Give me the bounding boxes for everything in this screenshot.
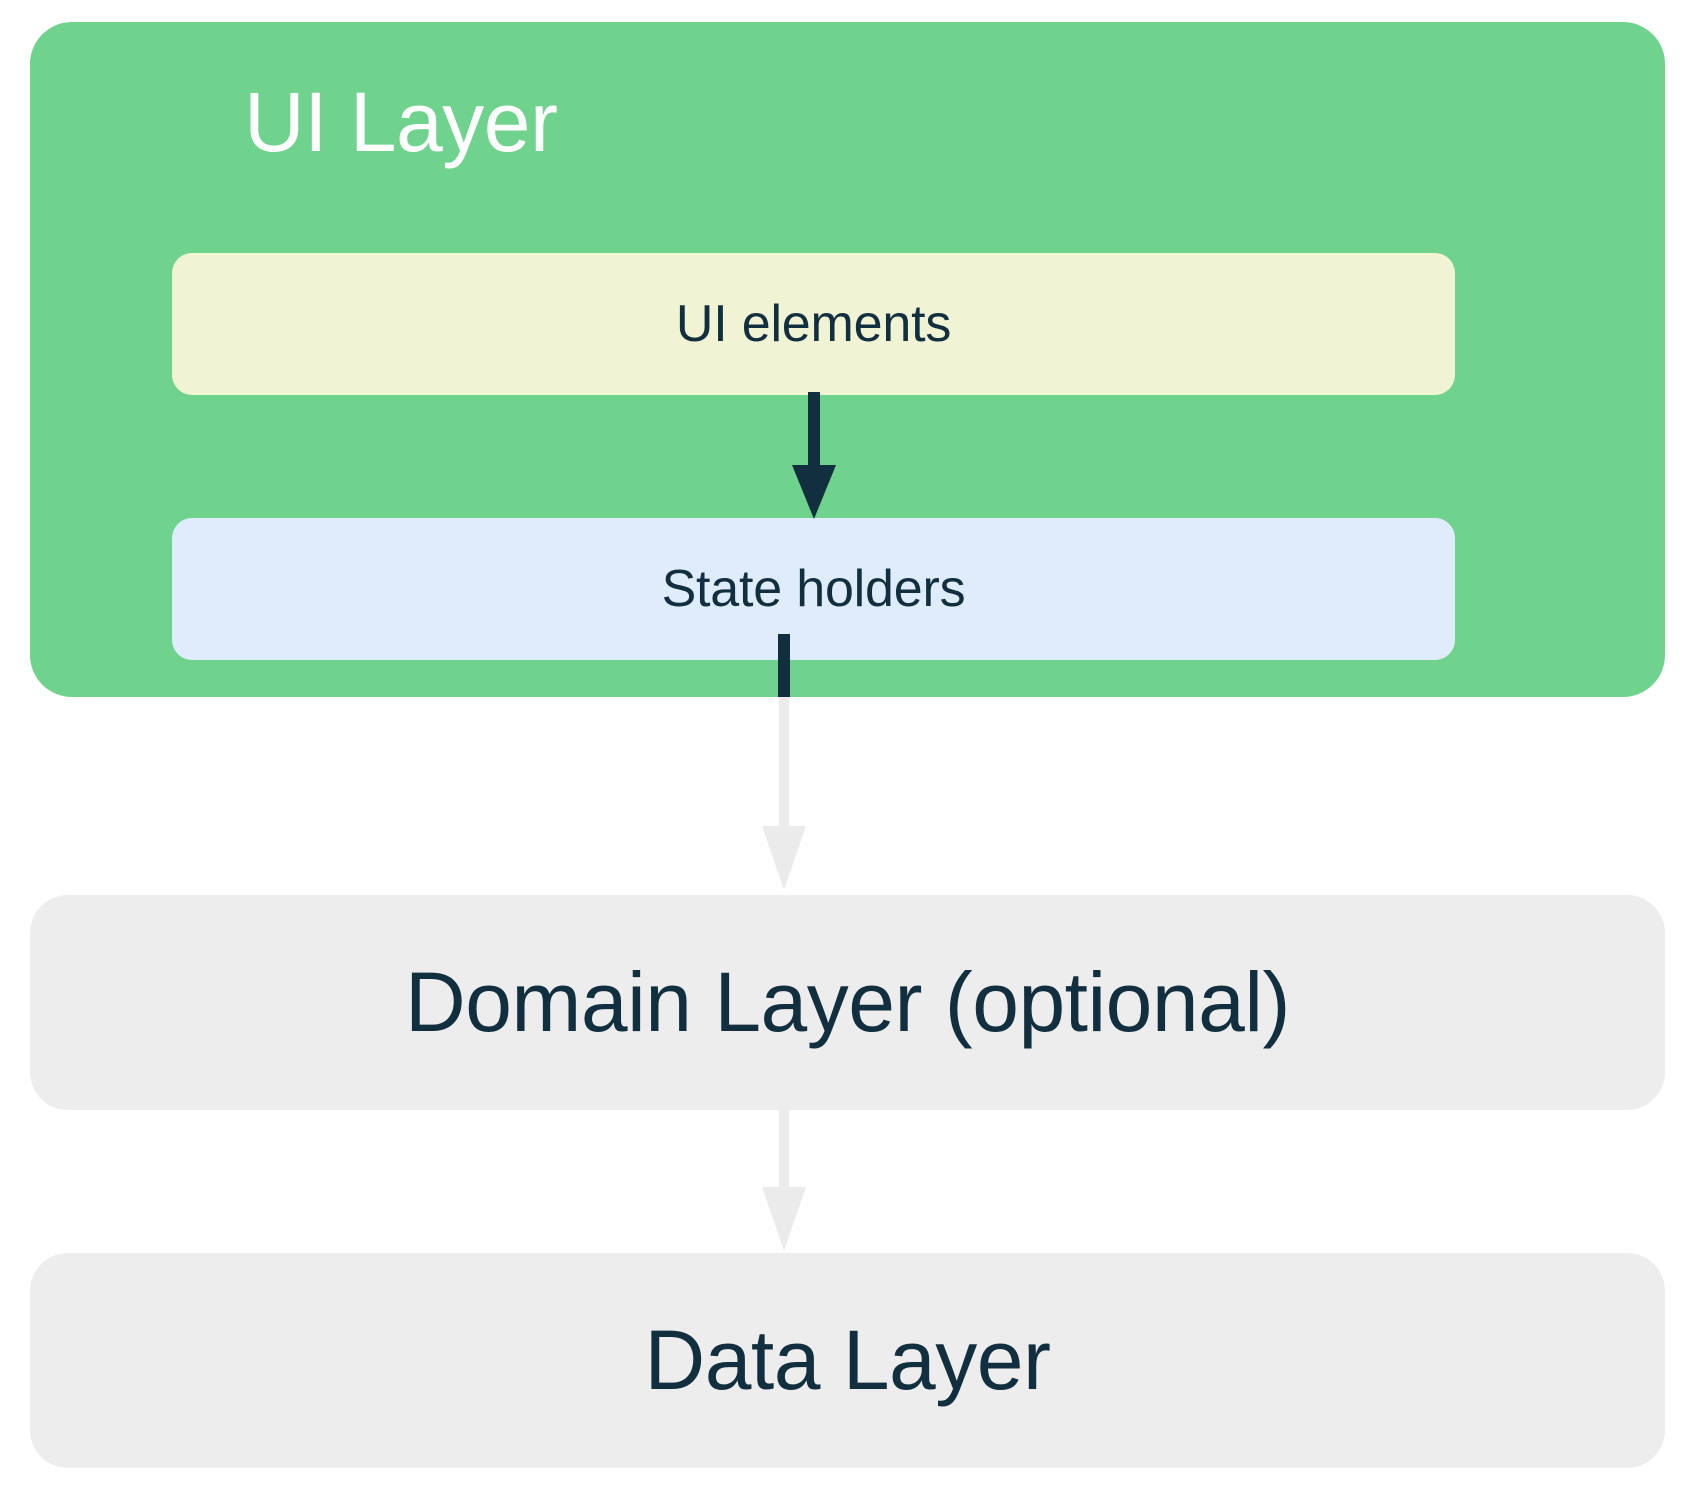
ui-elements-box: UI elements <box>172 253 1455 395</box>
ui-layer-card: UI Layer UI elements State holders <box>30 22 1665 697</box>
data-layer-box: Data Layer <box>30 1253 1665 1468</box>
arrow-domain-layer-to-data-layer-icon <box>762 1108 806 1251</box>
data-layer-label: Data Layer <box>644 1313 1051 1407</box>
ui-elements-label: UI elements <box>675 295 952 353</box>
domain-layer-box: Domain Layer (optional) <box>30 895 1665 1110</box>
arrow-ui-elements-to-state-holders-icon <box>792 392 836 519</box>
state-holders-label: State holders <box>661 560 966 618</box>
domain-layer-label: Domain Layer (optional) <box>405 955 1290 1049</box>
ui-layer-title: UI Layer <box>244 75 558 169</box>
state-holders-box: State holders <box>172 518 1455 660</box>
